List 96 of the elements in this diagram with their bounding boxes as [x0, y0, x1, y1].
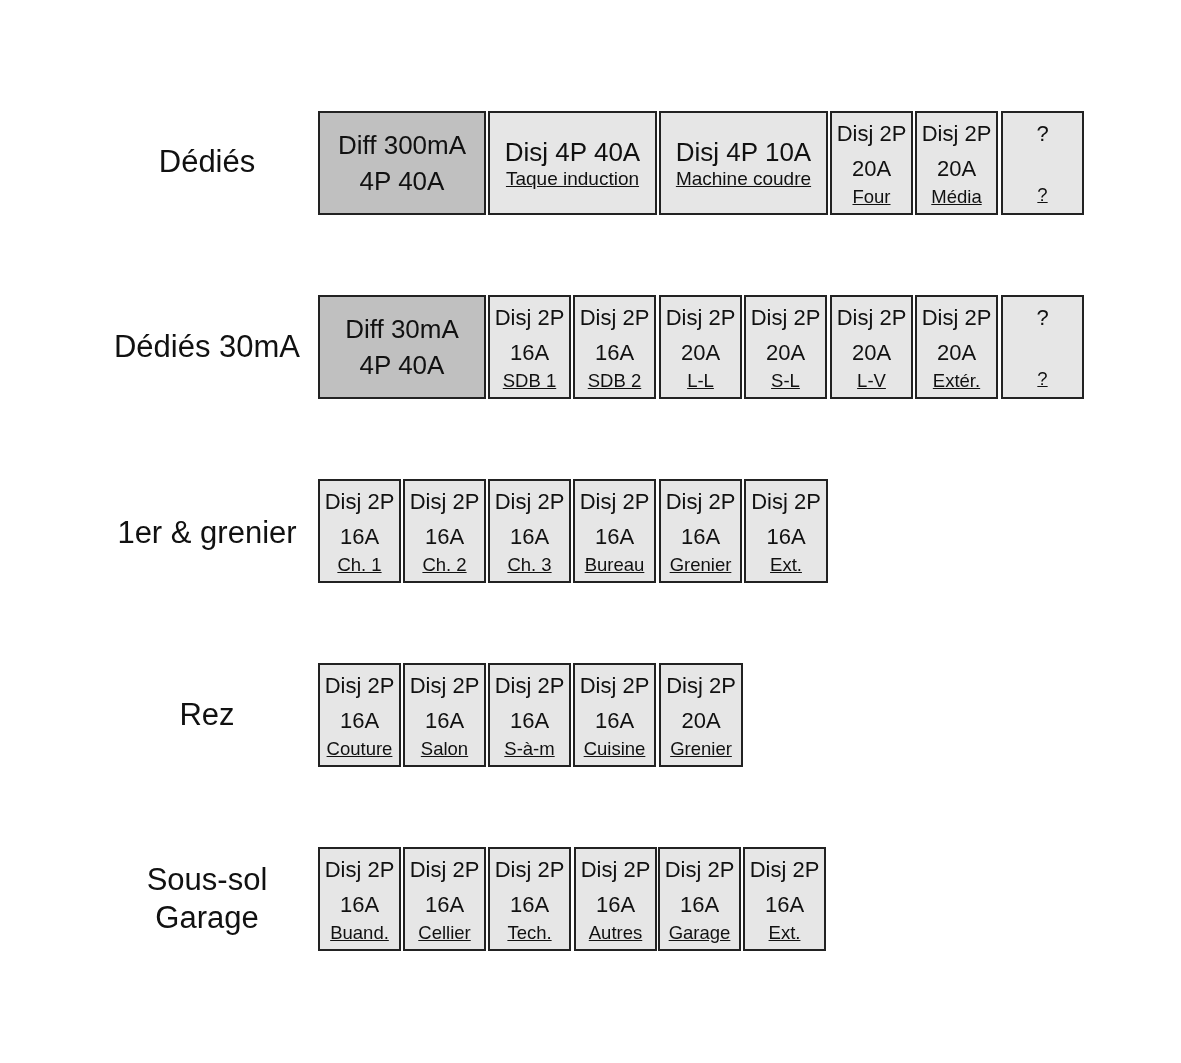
breaker-rating: Disj 2P 20A: [835, 120, 908, 183]
breaker-module: [830, 111, 913, 215]
breaker-module: [573, 663, 656, 767]
breaker-rating: Disj 2P 20A: [835, 304, 908, 367]
circuit-name: ?: [1037, 368, 1048, 389]
circuit-name: Grenier: [670, 738, 732, 759]
breaker-rating: Disj 2P 20A: [749, 304, 822, 367]
breaker-rating: ?: [1036, 304, 1049, 332]
row-label: Dédiés 30mA: [112, 328, 302, 366]
row-label: Rez: [178, 696, 236, 734]
switch-rating: Diff 30mA 4P 40A: [344, 313, 460, 382]
circuit-name: Machine coudre: [675, 168, 812, 190]
breaker-rating: Disj 4P 40A: [504, 136, 641, 168]
breaker-module: [744, 295, 827, 399]
breaker-module: [1001, 111, 1084, 215]
breaker-module: [574, 847, 657, 951]
breaker-rating: Disj 2P 16A: [323, 672, 396, 735]
row-label: Sous-sol Garage: [145, 861, 269, 937]
breaker-rating: Disj 2P 16A: [493, 672, 566, 735]
circuit-name: Couture: [326, 738, 393, 759]
breaker-rating: Disj 2P 16A: [579, 856, 652, 919]
circuit-name: Extér.: [932, 370, 981, 391]
circuit-name: Cuisine: [583, 738, 646, 759]
circuit-name: S-L: [771, 370, 800, 391]
circuit-name: Ch. 2: [422, 554, 467, 575]
circuit-name: Four: [852, 186, 891, 207]
switch-rating: Diff 300mA 4P 40A: [336, 129, 468, 198]
circuit-name: Cellier: [418, 922, 471, 943]
breaker-module: [318, 847, 401, 951]
breaker-module: [743, 847, 826, 951]
breaker-rating: Disj 2P 16A: [578, 672, 651, 735]
breaker-module: [744, 479, 828, 583]
breaker-module: [488, 111, 657, 215]
breaker-rating: Disj 4P 10A: [675, 136, 812, 168]
circuit-name: Garage: [668, 922, 731, 943]
circuit-name: Ch. 1: [337, 554, 382, 575]
circuit-name: Taque induction: [505, 168, 640, 190]
breaker-module: [915, 111, 998, 215]
breaker-module: [318, 663, 401, 767]
breaker-module: [403, 663, 486, 767]
breaker-rating: Disj 2P 16A: [750, 488, 822, 551]
breaker-module: [488, 663, 571, 767]
breaker-rating: Disj 2P 16A: [493, 856, 566, 919]
breaker-rating: Disj 2P 16A: [664, 488, 737, 551]
breaker-module: [573, 479, 656, 583]
breaker-module: [830, 295, 913, 399]
breaker-rating: Disj 2P 16A: [578, 488, 651, 551]
row-label: 1er & grenier: [116, 514, 298, 552]
breaker-module: [403, 847, 486, 951]
breaker-module: [488, 295, 571, 399]
breaker-module: [488, 847, 571, 951]
breaker-module: [915, 295, 998, 399]
circuit-name: L-L: [687, 370, 714, 391]
breaker-rating: Disj 2P 16A: [493, 304, 566, 367]
circuit-name: Ch. 3: [507, 554, 552, 575]
circuit-name: Autres: [588, 922, 643, 943]
breaker-module: [658, 847, 741, 951]
breaker-rating: Disj 2P 20A: [665, 672, 737, 735]
circuit-name: ?: [1037, 184, 1048, 205]
breaker-module: [488, 479, 571, 583]
row-label: Dédiés: [157, 143, 257, 181]
breaker-rating: Disj 2P 20A: [920, 120, 993, 183]
breaker-rating: Disj 2P 16A: [408, 856, 481, 919]
breaker-rating: Disj 2P 20A: [920, 304, 993, 367]
breaker-module: [659, 295, 742, 399]
breaker-rating: Disj 2P 16A: [323, 488, 396, 551]
circuit-name: Tech.: [507, 922, 552, 943]
circuit-name: Ext.: [770, 554, 802, 575]
breaker-module: [659, 111, 828, 215]
differential-switch-module: [318, 295, 486, 399]
circuit-name: Salon: [420, 738, 469, 759]
circuit-name: L-V: [857, 370, 886, 391]
breaker-rating: Disj 2P 16A: [408, 488, 481, 551]
differential-switch-module: [318, 111, 486, 215]
circuit-name: Buand.: [330, 922, 389, 943]
breaker-rating: Disj 2P 16A: [323, 856, 396, 919]
breaker-module: [659, 663, 743, 767]
breaker-module: [403, 479, 486, 583]
breaker-module: [659, 479, 742, 583]
breaker-rating: Disj 2P 16A: [663, 856, 736, 919]
breaker-rating: Disj 2P 20A: [664, 304, 737, 367]
breaker-rating: ?: [1036, 120, 1049, 148]
breaker-rating: Disj 2P 16A: [408, 672, 481, 735]
breaker-module: [318, 479, 401, 583]
circuit-name: Bureau: [584, 554, 645, 575]
circuit-name: S-à-m: [504, 738, 555, 759]
breaker-rating: Disj 2P 16A: [493, 488, 566, 551]
circuit-name: SDB 2: [587, 370, 642, 391]
breaker-module: [1001, 295, 1084, 399]
circuit-name: SDB 1: [502, 370, 557, 391]
breaker-rating: Disj 2P 16A: [578, 304, 651, 367]
circuit-name: Ext.: [768, 922, 801, 943]
circuit-name: Média: [931, 186, 982, 207]
breaker-rating: Disj 2P 16A: [748, 856, 821, 919]
circuit-name: Grenier: [669, 554, 732, 575]
breaker-module: [573, 295, 656, 399]
